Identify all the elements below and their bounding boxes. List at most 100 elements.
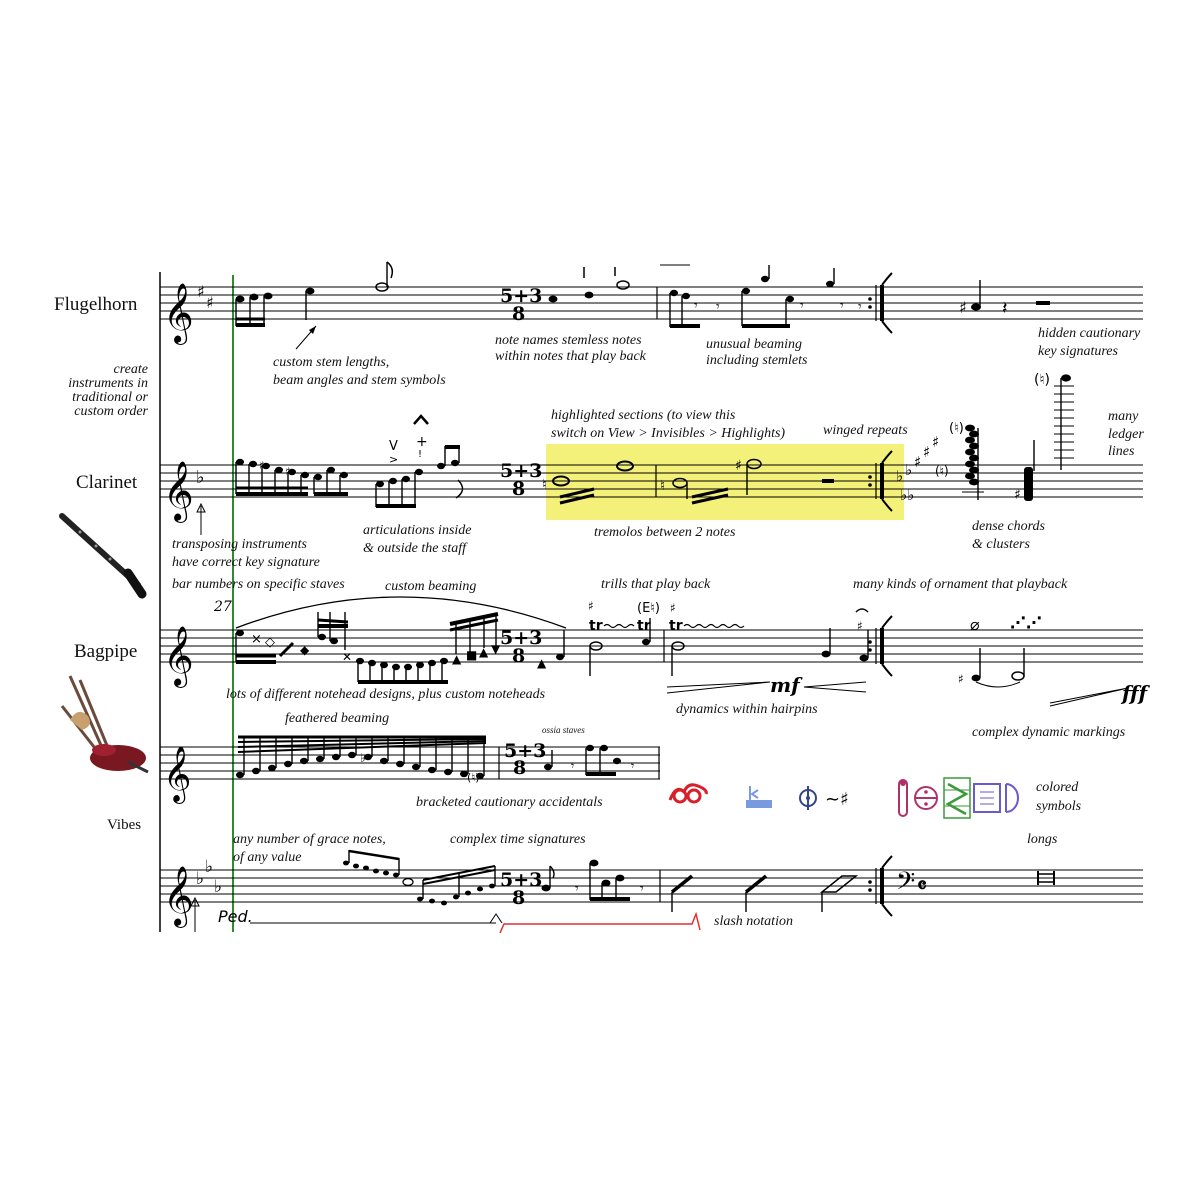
treble-clef: 𝄞 <box>163 866 194 928</box>
instrument-name-bagpipe[interactable]: Bagpipe <box>74 641 137 662</box>
annotation-articulations: articulations inside & outside the staff <box>363 523 472 556</box>
svg-text:♯: ♯ <box>1014 487 1021 503</box>
svg-text:beam angles and stem symbols: beam angles and stem symbols <box>273 373 446 388</box>
svg-text:♮: ♮ <box>660 478 665 494</box>
vibes-notes: 𝄾 𝄾 <box>541 859 661 902</box>
svg-text:symbols: symbols <box>1036 799 1082 814</box>
annotation-feathered: feathered beaming <box>285 711 389 726</box>
svg-text:including stemlets: including stemlets <box>706 353 808 368</box>
svg-text:5+3: 5+3 <box>500 285 542 307</box>
svg-text:♮: ♮ <box>542 477 547 493</box>
svg-text:■: ■ <box>466 648 477 662</box>
svg-text:♭: ♭ <box>196 869 204 889</box>
tremolo-notes: ♮ ♮ ♯ <box>542 458 834 505</box>
hairpins-mf: mf <box>666 673 867 697</box>
annotation-grace-notes: any number of grace notes, of any value <box>233 832 386 865</box>
annotation-many-ledger: many ledger lines <box>1108 409 1144 459</box>
instrument-name-clarinet[interactable]: Clarinet <box>76 472 138 493</box>
svg-text:~♯: ~♯ <box>825 789 849 810</box>
svg-text:♭: ♭ <box>896 467 903 485</box>
svg-text:tr: tr <box>589 618 603 634</box>
time-signature: 5+3 8 <box>500 627 542 667</box>
svg-text:custom stem lengths,: custom stem lengths, <box>273 355 389 370</box>
colored-symbol-green <box>943 777 971 819</box>
svg-text:♯: ♯ <box>259 459 264 472</box>
svg-text:♯: ♯ <box>285 465 290 478</box>
flugel-notes-1 <box>235 261 394 327</box>
staff-flugelhorn <box>160 286 1143 320</box>
treble-clef: 𝄞 <box>163 283 194 345</box>
instrument-name-flugelhorn[interactable]: Flugelhorn <box>54 294 138 315</box>
annotation-bracketed: bracketed cautionary accidentals <box>416 795 603 810</box>
svg-text:▲: ▲ <box>452 652 462 666</box>
svg-text:𝄾: 𝄾 <box>575 881 579 897</box>
annotation-transposing: transposing instruments have correct key… <box>172 537 320 570</box>
svg-text:unusual beaming: unusual beaming <box>706 337 802 352</box>
svg-text:(♮): (♮) <box>467 771 480 784</box>
red-bracket <box>499 911 701 934</box>
annotation-ornaments: many kinds of ornament that playback <box>853 577 1068 592</box>
flugel-notes-2 <box>548 264 690 303</box>
svg-text:ledger: ledger <box>1108 427 1144 442</box>
annotation-complex-dynamic: complex dynamic markings <box>972 725 1126 740</box>
key-signature-two-sharps: ♯ ♯ <box>197 282 214 312</box>
svg-text:𝄾: 𝄾 <box>800 298 804 314</box>
svg-text:any number of grace notes,: any number of grace notes, <box>233 832 386 847</box>
svg-text:tr: tr <box>637 618 651 634</box>
svg-text:(♮): (♮) <box>935 464 949 478</box>
flugel-unusual-beaming: 𝄾 𝄾 𝄾 𝄾 𝄾 <box>669 265 862 328</box>
svg-text:♭♭: ♭♭ <box>900 486 914 504</box>
svg-text:(♮): (♮) <box>949 421 964 436</box>
highlighted-section[interactable] <box>546 444 904 520</box>
svg-text:& outside the staff: & outside the staff <box>363 541 468 556</box>
svg-text:8: 8 <box>512 887 525 909</box>
annotation-bar-numbers: bar numbers on specific staves <box>172 577 345 592</box>
winged-repeat-flugel <box>868 272 893 334</box>
clarinet-notes-1: ♯♯ <box>235 458 348 496</box>
cluster-chord: ♯ <box>1014 440 1035 503</box>
bagpipe-image <box>60 675 149 774</box>
svg-text:key signatures: key signatures <box>1038 344 1119 359</box>
long-note <box>1037 871 1055 885</box>
svg-text:articulations inside: articulations inside <box>363 523 472 538</box>
svg-text:◆: ◆ <box>300 643 310 657</box>
treble-clef: 𝄞 <box>163 746 191 804</box>
svg-text:♭: ♭ <box>905 461 912 479</box>
annotation-hidden-cautionary: hidden cautionary key signatures <box>1038 326 1141 359</box>
svg-text:♯: ♯ <box>206 293 214 312</box>
svg-text:highlighted sections (to view: highlighted sections (to view this <box>551 408 736 423</box>
svg-text:hidden cautionary: hidden cautionary <box>1038 326 1141 341</box>
colored-symbol-blue <box>746 786 772 808</box>
svg-text:5+3: 5+3 <box>504 740 546 762</box>
svg-text:♯: ♯ <box>923 443 930 461</box>
svg-text:𝄽: 𝄽 <box>1002 298 1008 319</box>
svg-text:dense chords: dense chords <box>972 519 1046 534</box>
svg-text:♭: ♭ <box>214 877 222 897</box>
time-signature: 5+3 8 <box>500 285 542 325</box>
svg-text:⋰⋰: ⋰⋰ <box>1010 613 1042 632</box>
colored-symbol-navy: ~♯ <box>799 786 849 810</box>
annotation-custom-beaming: custom beaming <box>385 579 476 594</box>
annotation-longs: longs <box>1027 832 1058 847</box>
svg-text:8: 8 <box>512 478 525 500</box>
feathered-beaming: ♭ (♮) <box>236 735 487 784</box>
annotation-tremolos: tremolos between 2 notes <box>594 525 736 540</box>
colored-symbols: ~♯ <box>668 777 1019 819</box>
svg-text:note names stemless notes: note names stemless notes <box>495 333 642 348</box>
dense-chord: ♭♭ ♯♯ ♯ ♭♭ (♮) (♮) <box>896 421 984 504</box>
annotation-complex-time: complex time signatures <box>450 832 586 847</box>
ossia-notes: 𝄾 𝄾 <box>544 744 660 779</box>
svg-text:♯: ♯ <box>735 458 742 474</box>
svg-text:𝄾: 𝄾 <box>640 881 644 897</box>
svg-text:(E♮): (E♮) <box>637 601 660 616</box>
annotation-hairpins: dynamics within hairpins <box>676 702 818 717</box>
annotation-highlighted: highlighted sections (to view this switc… <box>551 408 785 441</box>
svg-text:✕: ✕ <box>342 650 352 664</box>
svg-text:𝄾: 𝄾 <box>858 299 862 315</box>
annotation-noteheads: lots of different notehead designs, plus… <box>226 687 546 702</box>
svg-text:♭: ♭ <box>360 751 366 765</box>
svg-text:◇: ◇ <box>265 635 275 650</box>
instrument-name-vibes[interactable]: Vibes <box>107 817 141 833</box>
svg-text:𝄾: 𝄾 <box>694 298 698 314</box>
svg-text:have correct key signature: have correct key signature <box>172 555 320 570</box>
